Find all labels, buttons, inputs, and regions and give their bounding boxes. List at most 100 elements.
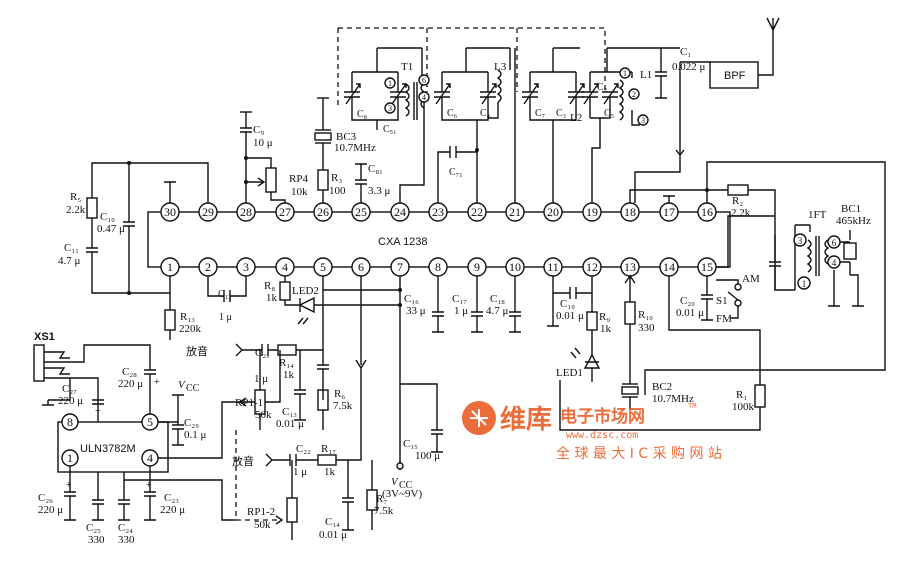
c15-vcc: C₁₅ 100 μ V CC (3V~9V) bbox=[382, 383, 443, 500]
pin-4: 4 bbox=[275, 257, 295, 277]
svg-text:8: 8 bbox=[67, 415, 73, 429]
svg-text:C₁₆: C₁₆ bbox=[404, 293, 419, 305]
svg-text:L2: L2 bbox=[570, 112, 582, 124]
wire-pin16-loop bbox=[644, 161, 886, 395]
svg-text:2.2k: 2.2k bbox=[731, 207, 751, 219]
svg-text:C₄: C₄ bbox=[480, 108, 491, 119]
fangyin-channel-2: 放音 C₂₂ 1 μ R₁₇ 1k RP1-2 50k C₁₄ 0.01 μ R… bbox=[232, 368, 394, 541]
svg-text:1k: 1k bbox=[600, 323, 612, 335]
svg-text:V: V bbox=[178, 379, 186, 391]
svg-text:0.1 μ: 0.1 μ bbox=[184, 429, 207, 441]
svg-text:C₅₁: C₅₁ bbox=[383, 124, 397, 135]
svg-text:AM: AM bbox=[742, 273, 760, 285]
pin-14: 14 bbox=[659, 257, 679, 277]
tuner-section-l3: L3 C₆ C₄ bbox=[434, 47, 511, 203]
svg-text:100: 100 bbox=[329, 185, 346, 197]
svg-text:C₈₁: C₈₁ bbox=[368, 163, 383, 175]
svg-text:50k: 50k bbox=[255, 409, 272, 421]
pin-10: 10 bbox=[505, 257, 525, 277]
svg-text:BC2: BC2 bbox=[652, 381, 672, 393]
svg-text:4.7 μ: 4.7 μ bbox=[486, 305, 509, 317]
resistor-r13: R₁₃ 220k bbox=[164, 293, 202, 340]
svg-text:100 μ: 100 μ bbox=[415, 450, 440, 462]
svg-text:R₁: R₁ bbox=[736, 389, 747, 401]
svg-text:www.dzsc.com: www.dzsc.com bbox=[566, 430, 638, 441]
svg-text:1 μ: 1 μ bbox=[254, 373, 268, 385]
svg-text:FM: FM bbox=[716, 313, 732, 325]
svg-text:C₃: C₃ bbox=[556, 108, 566, 119]
svg-text:15: 15 bbox=[701, 260, 713, 274]
svg-text:R₇: R₇ bbox=[376, 493, 387, 505]
svg-text:30: 30 bbox=[164, 205, 176, 219]
pin-28: 28 bbox=[236, 202, 256, 222]
svg-text:+: + bbox=[146, 480, 152, 491]
svg-text:28: 28 bbox=[240, 205, 252, 219]
pin-29: 29 bbox=[198, 202, 218, 222]
svg-text:C₁₅: C₁₅ bbox=[403, 438, 418, 450]
svg-text:(3V~9V): (3V~9V) bbox=[382, 488, 423, 500]
svg-text:0.01 μ: 0.01 μ bbox=[676, 307, 704, 319]
svg-text:电子市场网: 电子市场网 bbox=[560, 406, 645, 427]
svg-text:1 μ: 1 μ bbox=[219, 312, 232, 323]
svg-text:R₁₃: R₁₃ bbox=[180, 311, 195, 323]
pin-20: 20 bbox=[543, 202, 563, 222]
c9-rp4-network: C₉ 10 μ RP4 10k bbox=[240, 111, 308, 203]
crystal-bc2 bbox=[621, 386, 639, 395]
svg-text:22: 22 bbox=[471, 205, 483, 219]
svg-text:7.5k: 7.5k bbox=[333, 400, 353, 412]
svg-text:21: 21 bbox=[509, 205, 521, 219]
svg-text:R₂: R₂ bbox=[732, 195, 743, 207]
svg-text:10: 10 bbox=[509, 260, 521, 274]
pin-11: 11 bbox=[543, 257, 563, 277]
svg-text:220k: 220k bbox=[179, 323, 202, 335]
svg-text:C₉: C₉ bbox=[253, 124, 264, 136]
svg-text:6: 6 bbox=[422, 76, 426, 85]
svg-text:XS1: XS1 bbox=[34, 331, 55, 343]
svg-text:C₁₄: C₁₄ bbox=[325, 516, 340, 528]
svg-text:C₂₉: C₂₉ bbox=[184, 417, 199, 429]
svg-text:220 μ: 220 μ bbox=[38, 504, 63, 516]
svg-text:19: 19 bbox=[586, 205, 598, 219]
svg-text:C₁₈: C₁₈ bbox=[490, 293, 505, 305]
c19-r9-led1: C₁₉ 0.01 μ R₉ 1k LED1 bbox=[547, 276, 612, 382]
svg-text:全 球 最 大 I C 采 购 网 站: 全 球 最 大 I C 采 购 网 站 bbox=[556, 445, 722, 462]
resistor-r5 bbox=[86, 197, 98, 219]
svg-text:1: 1 bbox=[802, 279, 807, 289]
svg-text:C₈: C₈ bbox=[357, 109, 368, 120]
svg-text:4: 4 bbox=[282, 260, 288, 274]
svg-text:LED2: LED2 bbox=[292, 285, 319, 297]
pin-9: 9 bbox=[467, 257, 487, 277]
svg-text:3.3 μ: 3.3 μ bbox=[368, 185, 391, 197]
fangyin-channel-1: 放音 C₂₁ 1 μ R₁₄ 1k RP1-1 50k C₁₃ 0.01 μ R… bbox=[186, 290, 353, 430]
svg-text:R₃: R₃ bbox=[331, 172, 342, 184]
svg-text:C₅: C₅ bbox=[604, 108, 614, 119]
svg-text:220 μ: 220 μ bbox=[160, 504, 185, 516]
svg-text:1 μ: 1 μ bbox=[454, 305, 468, 317]
svg-text:13: 13 bbox=[624, 260, 636, 274]
svg-text:LED1: LED1 bbox=[556, 367, 583, 379]
svg-text:C₂₆: C₂₆ bbox=[38, 492, 53, 504]
svg-text:C₇₁: C₇₁ bbox=[449, 167, 463, 178]
svg-text:RP1-2: RP1-2 bbox=[247, 506, 275, 518]
svg-text:26: 26 bbox=[317, 205, 329, 219]
ic-top-pins: 30 29 28 27 26 25 24 23 22 21 20 19 18 1… bbox=[160, 202, 717, 222]
svg-text:1k: 1k bbox=[266, 292, 278, 304]
pin-2: 2 bbox=[198, 257, 218, 277]
svg-text:0.01 μ: 0.01 μ bbox=[276, 418, 304, 430]
svg-text:0.01 μ: 0.01 μ bbox=[319, 529, 347, 541]
svg-text:4: 4 bbox=[422, 93, 426, 102]
svg-text:2.2k: 2.2k bbox=[66, 204, 86, 216]
svg-text:维库: 维库 bbox=[500, 404, 552, 435]
svg-text:C₂₃: C₂₃ bbox=[164, 492, 179, 504]
c1-bpf-antenna: BPF C₁ 0.022 μ bbox=[634, 17, 780, 203]
pin-15: 15 bbox=[697, 257, 717, 277]
connector-xs1: XS1 bbox=[33, 331, 151, 422]
svg-text:R₆: R₆ bbox=[334, 388, 345, 400]
capacitor-c28: C₂₈ 220 μ + bbox=[118, 366, 160, 414]
svg-text:R₈: R₈ bbox=[264, 280, 275, 292]
svg-text:RP1-1: RP1-1 bbox=[235, 397, 263, 409]
svg-text:+: + bbox=[66, 480, 72, 491]
svg-text:3: 3 bbox=[388, 104, 392, 113]
ground-pin17 bbox=[663, 195, 675, 203]
pin-25: 25 bbox=[351, 202, 371, 222]
